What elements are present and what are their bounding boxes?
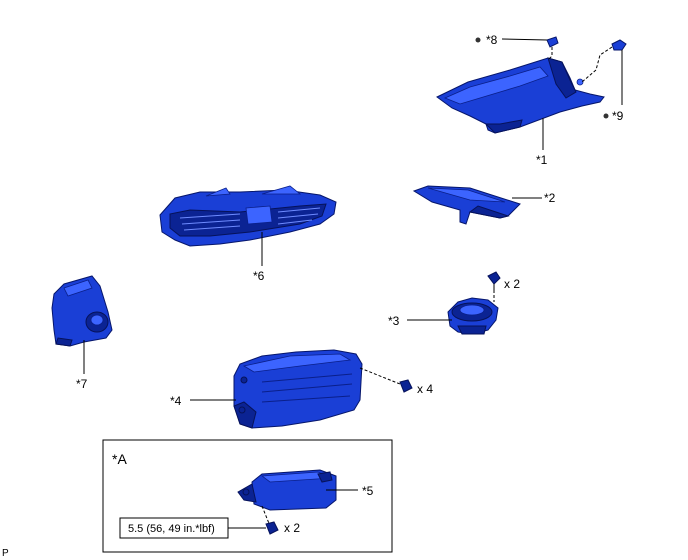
callout-6: *6 [253, 269, 265, 283]
callout-1: *1 [536, 153, 548, 167]
inset-title: *A [112, 451, 127, 467]
quantity-screw-3: x 2 [504, 277, 520, 291]
torque-spec-text: 5.5 (56, 49 in.*lbf) [128, 523, 215, 535]
screw-3 [487, 271, 501, 302]
callout-5: *5 [362, 484, 374, 498]
part-1-panel-cover [436, 57, 605, 134]
callout-4: *4 [170, 394, 182, 408]
callout-9: *9 [612, 109, 624, 123]
callout-3: *3 [388, 314, 400, 328]
part-7-switch-bezel [51, 275, 113, 347]
part-2-panel [412, 185, 521, 225]
screw-4 [359, 367, 413, 393]
quantity-screw-5: x 2 [284, 521, 300, 535]
callout-8: *8 [486, 33, 498, 47]
part-3-speaker [447, 297, 499, 335]
callout-2: *2 [544, 191, 556, 205]
inset-box-a [102, 439, 393, 553]
screw-5 [261, 505, 279, 535]
part-5-amplifier [237, 469, 337, 511]
quantity-screw-4: x 4 [417, 382, 433, 396]
part-8-clip [475, 36, 559, 61]
part-6-center-vent [159, 185, 337, 247]
part-9-screw [581, 39, 627, 119]
part-4-audio-unit [233, 349, 363, 429]
callout-7: *7 [76, 377, 88, 391]
corner-mark: P [2, 548, 9, 559]
